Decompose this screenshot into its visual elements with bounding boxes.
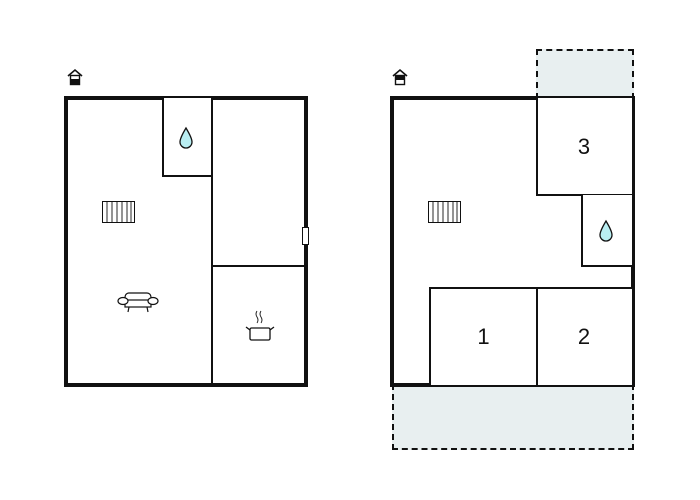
cooking-pot-icon: [244, 309, 276, 345]
room-label-1: 1: [477, 324, 490, 349]
water-drop-icon: [178, 126, 194, 150]
balcony-top: [536, 49, 634, 99]
stairs-icon: [102, 201, 135, 223]
bedroom-1: [429, 287, 538, 385]
bedroom-2: [536, 287, 632, 385]
bedroom-3: [536, 98, 632, 196]
kitchen-wall: [211, 265, 305, 267]
balcony-bottom: [392, 384, 634, 450]
interior-wall: [211, 98, 213, 385]
house-icon-upper: [391, 68, 409, 86]
house-icon-ground: [66, 68, 84, 86]
stairs-icon: [428, 201, 461, 223]
water-drop-icon: [598, 219, 614, 243]
room-label-3: 3: [577, 134, 591, 159]
armchair-icon: [117, 291, 159, 315]
room-label-2: 2: [577, 324, 591, 349]
entrance-door-icon: [302, 227, 309, 245]
